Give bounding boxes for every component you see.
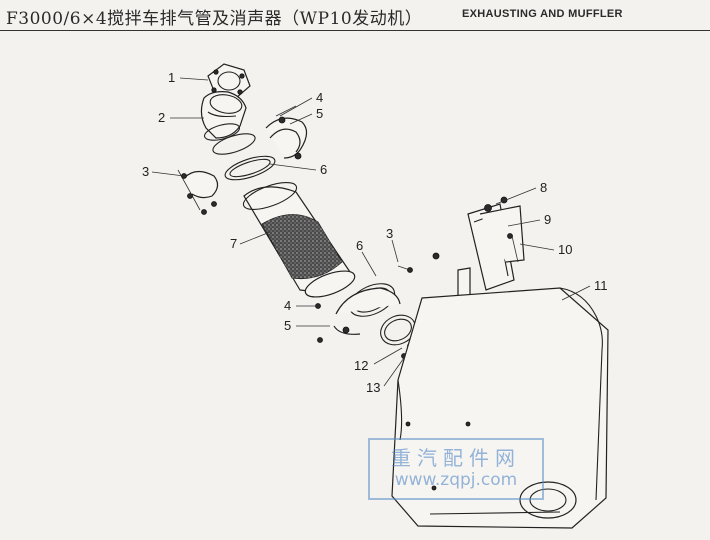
callout-4: 4 (316, 90, 323, 105)
callout-13: 13 (366, 380, 380, 395)
callout-3: 3 (142, 164, 149, 179)
callout-3-lower: 3 (386, 226, 393, 241)
part-11-muffler (391, 287, 609, 529)
callout-1: 1 (168, 70, 175, 85)
leader-lines (151, 77, 591, 387)
callout-6: 6 (320, 162, 327, 177)
part-1-flange-gasket (207, 63, 251, 99)
part-3-clamp-left (177, 169, 219, 215)
callout-6-lower: 6 (356, 238, 363, 253)
callout-7: 7 (230, 236, 237, 251)
callout-11: 11 (594, 278, 608, 293)
callout-2: 2 (158, 110, 165, 125)
callout-8: 8 (540, 180, 547, 195)
callout-10: 10 (558, 242, 572, 257)
part-7-flexible-pipe (242, 182, 356, 298)
part-5-clamp-upper (265, 105, 308, 160)
callout-12: 12 (354, 358, 368, 373)
callout-5: 5 (316, 106, 323, 121)
watermark-url: www.zqpj.com (394, 470, 518, 490)
page-header: F3000/6×4搅拌车排气管及消声器（WP10发动机） EXHAUSTING … (0, 0, 710, 31)
callout-labels: 1 2 3 4 5 6 7 6 3 4 5 8 9 10 11 12 13 (142, 70, 608, 395)
part-5-clamp-lower (315, 287, 401, 343)
watermark: 重汽配件网 www.zqpj.com (368, 438, 544, 500)
callout-4-lower: 4 (284, 298, 291, 313)
watermark-text: 重汽配件网 (391, 446, 521, 470)
page-subtitle: EXHAUSTING AND MUFFLER (462, 8, 623, 20)
callout-5-lower: 5 (284, 318, 291, 333)
part-9-muffler-bracket (467, 196, 525, 291)
part-3-bolt (397, 265, 413, 273)
callout-9: 9 (544, 212, 551, 227)
part-2-elbow-pipe (200, 91, 247, 141)
page-title: F3000/6×4搅拌车排气管及消声器（WP10发动机） (6, 9, 423, 29)
part-6-sealing-rings-upper (212, 133, 276, 181)
